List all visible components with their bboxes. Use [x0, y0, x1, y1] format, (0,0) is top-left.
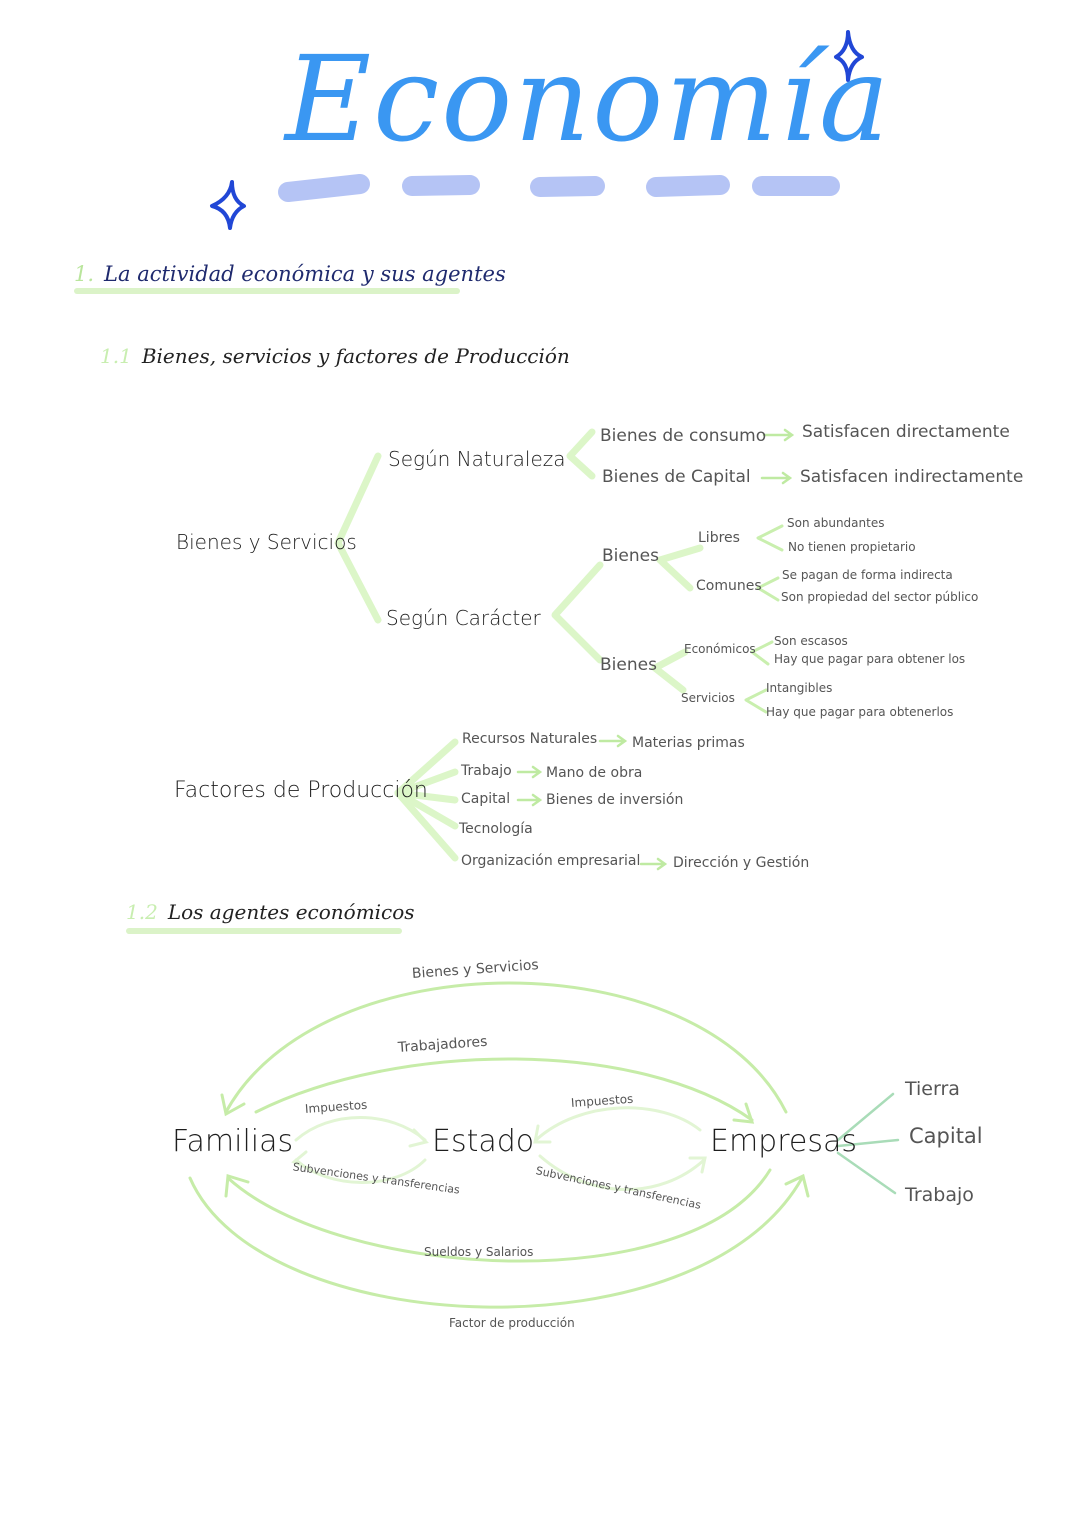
section-number: 1.2	[126, 900, 158, 924]
trait: Se pagan de forma indirecta	[782, 568, 953, 582]
tree-node-caracter: Según Carácter	[386, 606, 541, 630]
section-1-2-heading: 1.2 Los agentes económicos	[126, 900, 415, 924]
empresa-factor-tierra: Tierra	[905, 1078, 960, 1100]
factor-item: Organización empresarial	[461, 853, 641, 869]
tree-root-bienes-servicios: Bienes y Servicios	[176, 530, 357, 554]
factor-result: Bienes de inversión	[546, 792, 684, 808]
trait: Hay que pagar para obtener los	[774, 652, 966, 666]
flow-label-impuestos-familias: Impuestos	[304, 1097, 368, 1116]
flow-label-subvenciones-familias: Subvenciones y transferencias	[291, 1160, 461, 1197]
agent-empresas: Empresas	[710, 1124, 857, 1159]
trait: Son escasos	[774, 634, 848, 648]
title-underline	[278, 174, 840, 202]
factor-item: Recursos Naturales	[462, 731, 598, 747]
trait: No tienen propietario	[788, 540, 916, 554]
flow-label-bienes-servicios: Bienes y Servicios	[411, 957, 540, 982]
section-number: 1.1	[100, 344, 132, 368]
factor-result: Dirección y Gestión	[673, 855, 810, 871]
tree-node-economicos: Económicos	[684, 642, 756, 656]
tree-leaf-result: Satisfacen indirectamente	[800, 467, 1024, 487]
trait: Son propiedad del sector público	[781, 590, 979, 604]
section-title: La actividad económica y sus agentes	[104, 262, 506, 286]
factor-item: Tecnología	[459, 821, 533, 837]
section-title: Los agentes económicos	[167, 900, 415, 924]
flow-label-impuestos-empresas: Impuestos	[570, 1091, 634, 1110]
flow-label-sueldos: Sueldos y Salarios	[424, 1245, 534, 1259]
factor-item: Trabajo	[461, 763, 512, 779]
page-title: Economía	[285, 30, 892, 168]
agent-estado: Estado	[432, 1124, 535, 1159]
tree-leaf-result: Satisfacen directamente	[802, 422, 1010, 442]
section-1-1-heading: 1.1 Bienes, servicios y factores de Produ…	[100, 344, 570, 368]
tree-node-servicios: Servicios	[681, 691, 735, 705]
flow-label-factor-produccion: Factor de producción	[449, 1316, 575, 1330]
tree-leaf: Bienes de consumo	[600, 426, 767, 446]
tree-node-libres: Libres	[698, 530, 740, 546]
tree-node-bienes: Bienes	[600, 655, 657, 675]
tree-root-factores: Factores de Producción	[174, 778, 428, 803]
factor-item: Capital	[461, 791, 511, 807]
empresa-factor-capital: Capital	[909, 1124, 983, 1148]
tree-node-bienes: Bienes	[602, 546, 659, 566]
section-1-heading: 1. La actividad económica y sus agentes	[74, 262, 506, 286]
trait: Hay que pagar para obtenerlos	[766, 705, 954, 719]
section-title: Bienes, servicios y factores de Producci…	[141, 344, 570, 368]
trait: Son abundantes	[787, 516, 885, 530]
heading-highlight	[126, 928, 402, 934]
agent-familias: Familias	[172, 1124, 294, 1159]
factor-result: Materias primas	[632, 735, 745, 751]
tree-leaf: Bienes de Capital	[602, 467, 751, 487]
flow-label-subvenciones-empresas: Subvenciones y transferencias	[534, 1164, 703, 1212]
sparkle-icon	[210, 180, 246, 230]
empresa-factor-trabajo: Trabajo	[905, 1184, 974, 1206]
tree-node-comunes: Comunes	[696, 578, 762, 594]
tree-node-naturaleza: Según Naturaleza	[388, 447, 566, 471]
section-number: 1.	[74, 262, 95, 286]
trait: Intangibles	[766, 681, 833, 695]
heading-highlight	[74, 288, 460, 294]
flow-label-trabajadores: Trabajadores	[397, 1033, 488, 1056]
factor-result: Mano de obra	[546, 765, 643, 781]
